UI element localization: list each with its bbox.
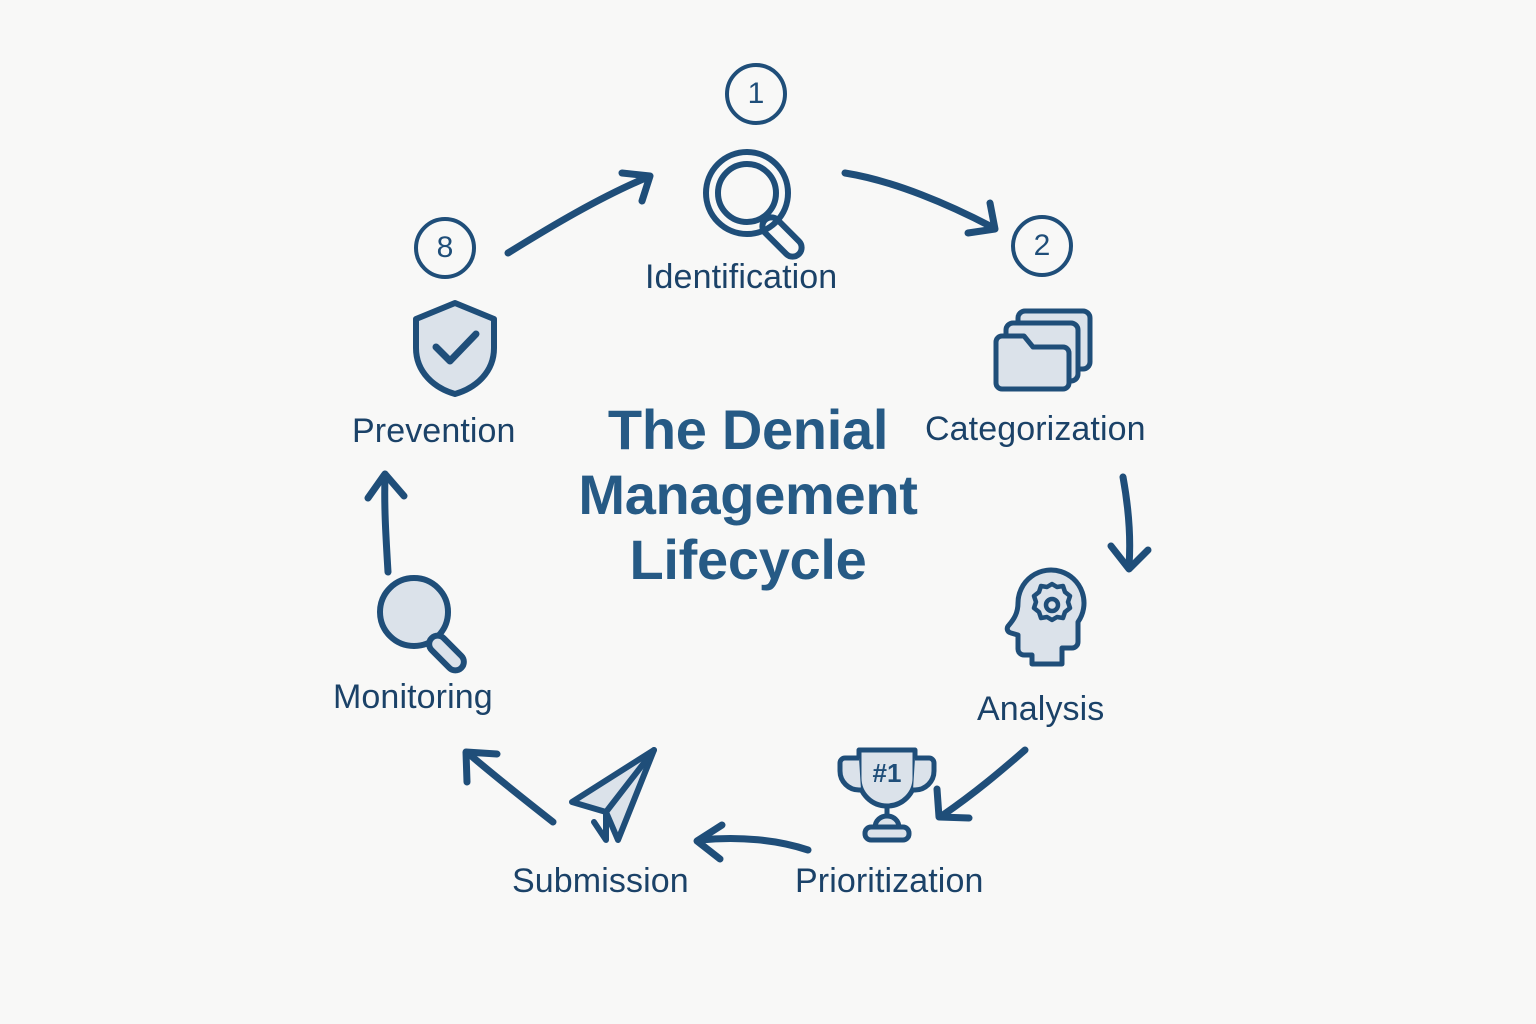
trophy-icon: #1 xyxy=(837,747,937,843)
step-label-identification: Identification xyxy=(645,258,838,296)
title-line-1: The Denial xyxy=(607,398,889,461)
magnifier-filled-icon xyxy=(377,575,467,674)
arrow-analysis-to-prioritization xyxy=(933,746,1029,822)
step-label-monitoring: Monitoring xyxy=(333,678,493,716)
magnifying-glass-icon xyxy=(703,149,805,260)
paper-plane-icon xyxy=(569,747,657,843)
step-label-prioritization: Prioritization xyxy=(795,862,984,900)
folders-icon xyxy=(993,308,1093,392)
title-line-3: Lifecycle xyxy=(629,527,867,591)
step-label-analysis: Analysis xyxy=(977,690,1105,728)
step-badge-2: 2 xyxy=(1011,215,1073,277)
arrow-prevention-to-identification xyxy=(504,169,654,257)
shield-check-icon xyxy=(413,300,497,397)
step-badge-8-number: 8 xyxy=(436,231,454,264)
step-badge-1-number: 1 xyxy=(747,77,765,110)
step-label-prevention: Prevention xyxy=(352,412,516,450)
step-label-categorization: Categorization xyxy=(925,410,1146,448)
step-label-submission: Submission xyxy=(512,862,689,900)
title-line-2: Management xyxy=(578,462,918,526)
step-badge-2-number: 2 xyxy=(1033,229,1051,262)
arrow-submission-to-monitoring xyxy=(462,748,557,826)
page-title: The Denial Management Lifecycle xyxy=(538,398,958,593)
arrow-monitoring-to-prevention xyxy=(364,470,408,576)
step-badge-8: 8 xyxy=(414,217,476,279)
head-gear-icon xyxy=(1004,567,1087,667)
arrow-categorization-to-analysis xyxy=(1107,473,1152,573)
arrow-identification-to-categorization xyxy=(841,169,999,237)
step-badge-1: 1 xyxy=(725,63,787,125)
arrow-prioritization-to-submission xyxy=(693,821,812,863)
trophy-rank-text: #1 xyxy=(873,758,902,788)
